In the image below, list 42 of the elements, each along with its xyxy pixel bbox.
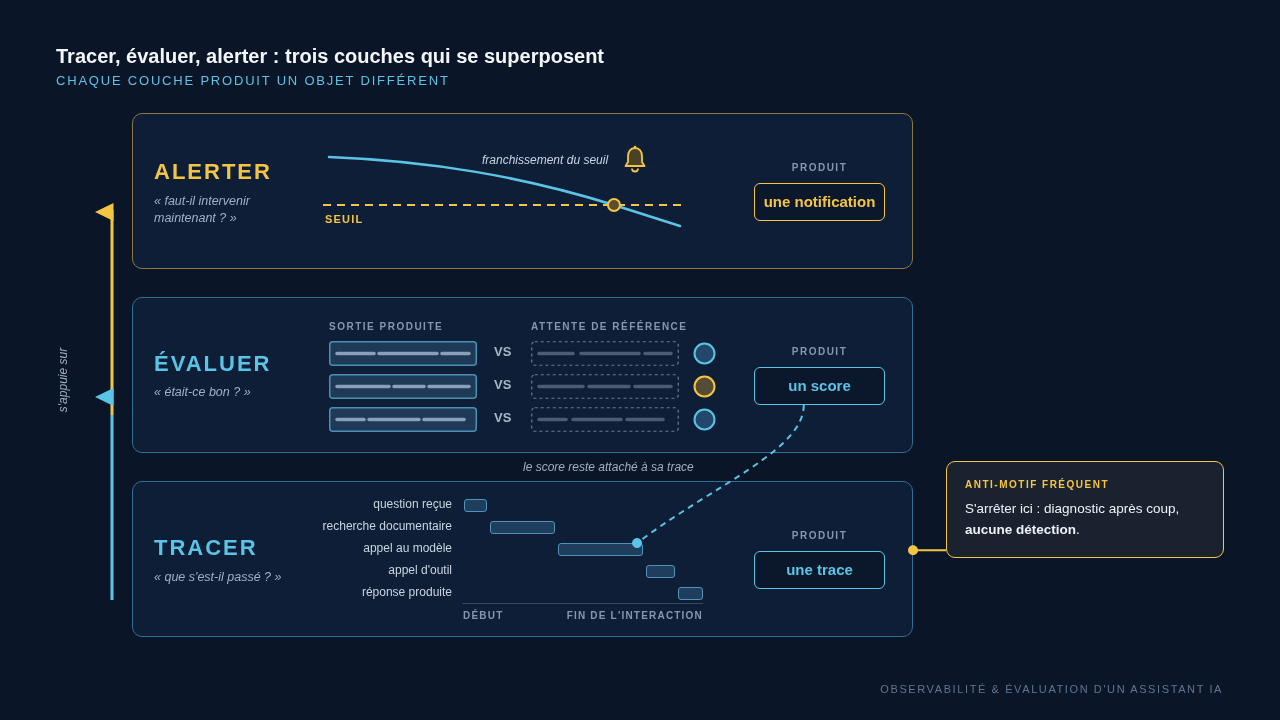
output-heading: PRODUIT: [791, 529, 848, 543]
layer-panel: [132, 113, 913, 269]
layer-question: « que s'est-il passé ? »: [154, 569, 283, 586]
versus-label: VS: [494, 410, 512, 426]
result-box: une trace: [754, 551, 885, 589]
versus-label: VS: [494, 377, 512, 393]
title: Tracer, évaluer, alerter : trois couches qui se superposent: [56, 44, 604, 68]
layer-question: « était-ce bon ? »: [154, 384, 252, 401]
step-label: recherche documentaire: [322, 518, 452, 534]
versus-label: VS: [494, 344, 512, 360]
footer-caption: OBSERVABILITÉ & ÉVALUATION D'UN ASSISTANT IA: [880, 682, 1223, 696]
step-label: appel d'outil: [388, 562, 452, 578]
step-label: question reçue: [373, 496, 452, 512]
subtitle: CHAQUE COUCHE PRODUIT UN OBJET DIFFÉRENT: [56, 73, 450, 89]
layer-panel: [132, 481, 913, 637]
dashed-connector: [632, 404, 805, 548]
timeline-bar: [490, 521, 555, 534]
timeline-bar: [464, 499, 487, 512]
axis-tick-label: DÉBUT: [463, 609, 504, 622]
layer-question: « faut-il intervenir maintenant ? »: [154, 193, 252, 227]
column-heading: SORTIE PRODUITE: [329, 320, 444, 333]
callout-text: S'arrêter ici : diagnostic après coup, aucune détection.: [965, 500, 1181, 539]
layer-heading: TRACER: [154, 535, 258, 561]
layer-heading: ÉVALUER: [154, 351, 272, 377]
timeline-bar: [558, 543, 643, 556]
timeline-bar: [646, 565, 675, 578]
axis-label: s'appuie sur: [55, 347, 71, 413]
callout-heading: ANTI-MOTIF FRÉQUENT: [965, 478, 1110, 491]
output-heading: PRODUIT: [791, 161, 848, 175]
layer-heading: ALERTER: [154, 159, 272, 185]
threshold-label: SEUIL: [325, 212, 364, 226]
callout-box: [946, 461, 1224, 558]
column-heading: ATTENTE DE RÉFÉRENCE: [531, 320, 688, 333]
result-box: une notification: [754, 183, 885, 221]
axis-tick-label: FIN DE L'INTERACTION: [566, 609, 703, 622]
timeline-bar: [678, 587, 703, 600]
leader-line: [908, 545, 947, 556]
chart-annotation: franchissement du seuil: [482, 153, 609, 168]
output-heading: PRODUIT: [791, 345, 848, 359]
step-label: réponse produite: [361, 584, 452, 600]
step-label: appel au modèle: [363, 540, 452, 556]
result-box: un score: [754, 367, 885, 405]
